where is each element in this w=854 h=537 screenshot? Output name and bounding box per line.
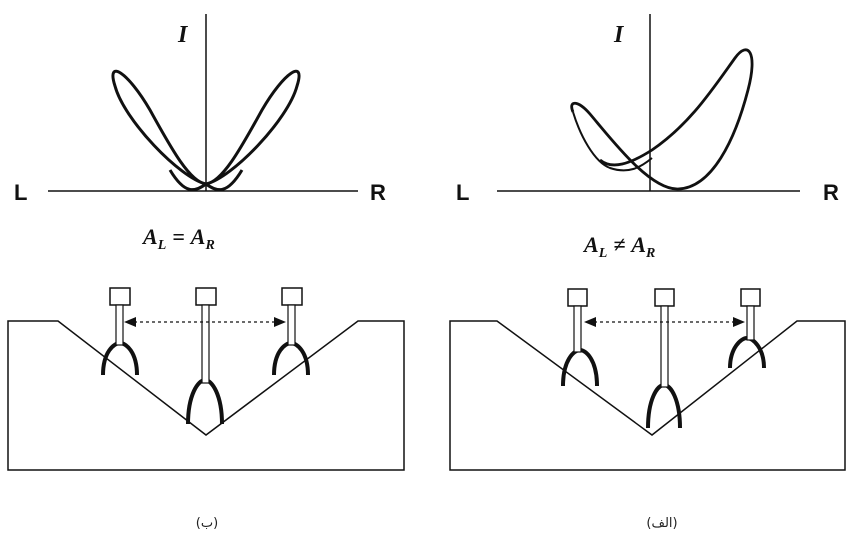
right-probe-right-shaft <box>746 305 755 341</box>
left-eq-sub2: R <box>204 238 214 253</box>
left-eq-a2: A <box>189 224 206 249</box>
right-arrowhead-left <box>584 317 596 327</box>
right-probe-left-head <box>567 288 588 307</box>
left-axis-label-l: L <box>14 180 27 205</box>
right-eq-a1: A <box>582 232 599 257</box>
left-probe-left-shaft <box>115 304 124 346</box>
left-arrowhead-left <box>124 317 136 327</box>
left-eq-a1: A <box>141 224 158 249</box>
right-beam-center <box>646 382 682 429</box>
right-eq-a2: A <box>629 232 646 257</box>
right-v-block <box>449 288 846 471</box>
left-probe-center-head <box>195 287 217 306</box>
right-curve-outer <box>570 48 754 191</box>
left-v-block <box>7 287 405 471</box>
left-probe-left-head <box>109 287 131 306</box>
left-caption: (ب) <box>196 516 218 531</box>
right-axis-label-r: R <box>823 180 839 205</box>
right-panel: L R I AL≠AR (الف) <box>449 14 846 531</box>
left-probe-center-shaft <box>201 304 210 384</box>
right-probe-right-head <box>740 288 761 307</box>
left-axis-label-r: R <box>370 180 386 205</box>
right-beam-right <box>728 335 766 369</box>
right-beam-left <box>561 347 599 387</box>
left-probe-right-shaft <box>287 304 296 346</box>
right-block-outline <box>449 320 846 471</box>
right-eq-sub2: R <box>645 246 655 261</box>
right-probe-center-head <box>654 288 675 307</box>
right-eq-sub1: L <box>598 246 608 261</box>
left-equation: AL=AR <box>141 224 215 253</box>
right-eq-op: ≠ <box>613 232 625 257</box>
left-arrowhead-right <box>274 317 286 327</box>
left-probe-right-head <box>281 287 303 306</box>
left-axis-label-i: I <box>177 22 189 48</box>
left-block-outline <box>7 320 405 471</box>
right-axis-label-l: L <box>456 180 469 205</box>
left-beam-right <box>272 340 310 376</box>
right-equation: AL≠AR <box>582 232 655 261</box>
left-curve-right-lobe <box>205 69 301 186</box>
right-arrowhead-right <box>733 317 745 327</box>
left-eq-sub1: L <box>157 238 167 253</box>
left-graph: L R I AL=AR <box>14 14 386 253</box>
left-curve-bottom <box>168 169 244 192</box>
right-probe-center-shaft <box>660 305 669 388</box>
left-curve-left-lobe <box>111 69 207 186</box>
right-curve-inner <box>572 111 653 172</box>
left-panel: L R I AL=AR <box>7 14 405 531</box>
right-axis-label-i: I <box>613 22 625 48</box>
right-graph: L R I AL≠AR <box>456 14 839 261</box>
left-beam-center <box>186 377 224 425</box>
right-probe-left-shaft <box>573 305 582 353</box>
right-caption: (الف) <box>646 516 677 531</box>
left-eq-op: = <box>172 224 185 249</box>
